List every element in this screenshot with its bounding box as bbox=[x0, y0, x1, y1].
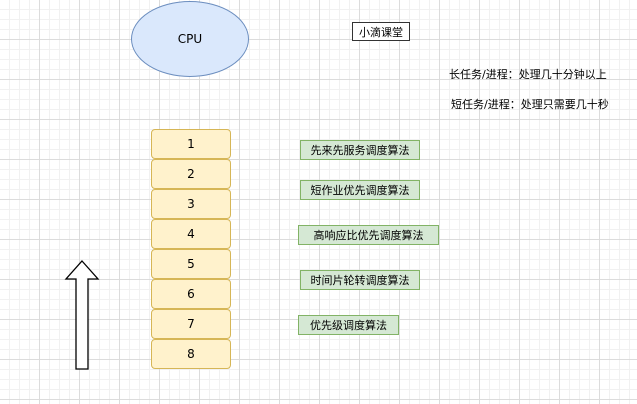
queue-slot-7: 7 bbox=[151, 309, 231, 339]
up-arrow-icon bbox=[64, 260, 100, 370]
queue-slot-label: 5 bbox=[187, 257, 195, 271]
algo-label: 高响应比优先调度算法 bbox=[313, 229, 424, 242]
algo-label: 时间片轮转调度算法 bbox=[310, 274, 410, 287]
queue-slot-label: 7 bbox=[187, 317, 195, 331]
algo-hrrn: 高响应比优先调度算法 bbox=[298, 225, 439, 245]
queue-slot-label: 1 bbox=[187, 137, 195, 151]
algo-label: 短作业优先调度算法 bbox=[310, 184, 410, 197]
cpu-label: CPU bbox=[177, 32, 203, 46]
cpu-node: CPU bbox=[131, 1, 249, 77]
queue-slot-2: 2 bbox=[151, 159, 231, 189]
queue-slot-5: 5 bbox=[151, 249, 231, 279]
short-task-note: 短任务/进程：处理只需要几十秒 bbox=[451, 98, 609, 111]
algo-label: 先来先服务调度算法 bbox=[310, 144, 410, 157]
long-task-note: 长任务/进程：处理几十分钟以上 bbox=[449, 68, 607, 81]
algo-label: 优先级调度算法 bbox=[310, 319, 387, 332]
queue-slot-1: 1 bbox=[151, 129, 231, 159]
queue-slot-4: 4 bbox=[151, 219, 231, 249]
queue-slot-3: 3 bbox=[151, 189, 231, 219]
queue-slot-label: 4 bbox=[187, 227, 195, 241]
queue-slot-label: 6 bbox=[187, 287, 195, 301]
queue-slot-6: 6 bbox=[151, 279, 231, 309]
queue-slot-8: 8 bbox=[151, 339, 231, 369]
brand-label: 小滴课堂 bbox=[359, 25, 403, 39]
brand-label-box: 小滴课堂 bbox=[352, 22, 410, 41]
algo-round-robin: 时间片轮转调度算法 bbox=[300, 270, 420, 290]
queue-slot-label: 3 bbox=[187, 197, 195, 211]
algo-fcfs: 先来先服务调度算法 bbox=[300, 140, 420, 160]
queue-slot-label: 8 bbox=[187, 347, 195, 361]
algo-sjf: 短作业优先调度算法 bbox=[300, 180, 420, 200]
queue-slot-label: 2 bbox=[187, 167, 195, 181]
algo-priority: 优先级调度算法 bbox=[298, 315, 399, 335]
